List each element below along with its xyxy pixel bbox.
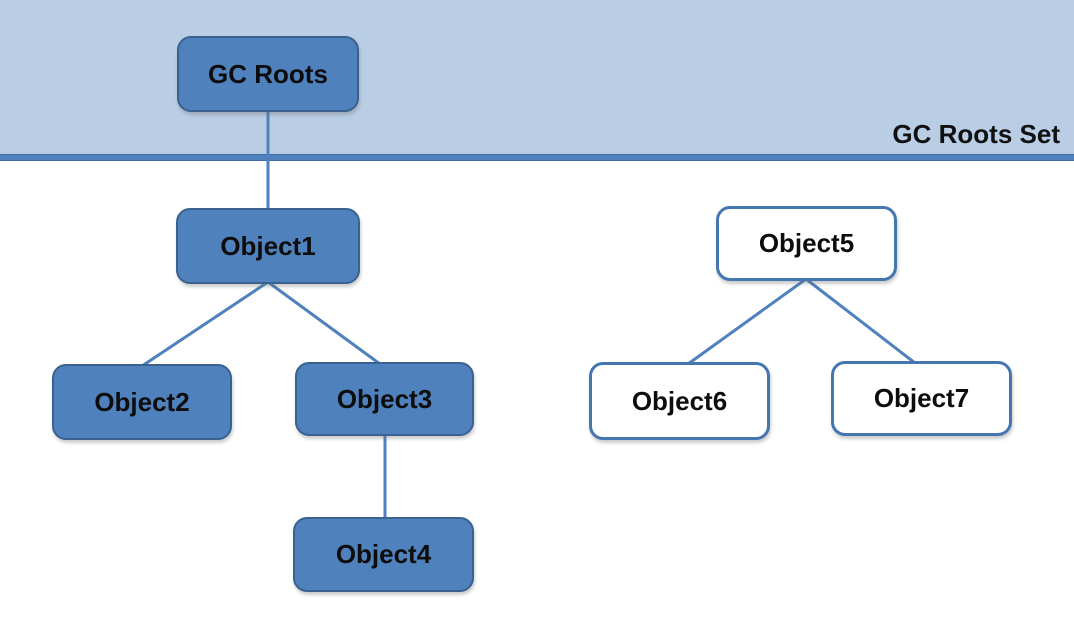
node-object5: Object5 xyxy=(716,206,897,281)
edge-object1-object3 xyxy=(267,280,381,366)
node-gc-roots: GC Roots xyxy=(177,36,359,112)
node-object7: Object7 xyxy=(831,361,1012,436)
node-object3: Object3 xyxy=(295,362,474,436)
node-object1: Object1 xyxy=(176,208,360,284)
node-object2: Object2 xyxy=(52,364,232,440)
node-object4: Object4 xyxy=(293,517,474,592)
gc-roots-set-label: GC Roots Set xyxy=(892,119,1060,149)
node-object6: Object6 xyxy=(589,362,770,440)
edge-object5-object7 xyxy=(805,277,916,365)
gc-roots-set-divider-line xyxy=(0,154,1074,161)
edge-object5-object6 xyxy=(687,277,807,366)
edge-object1-object2 xyxy=(141,280,269,368)
